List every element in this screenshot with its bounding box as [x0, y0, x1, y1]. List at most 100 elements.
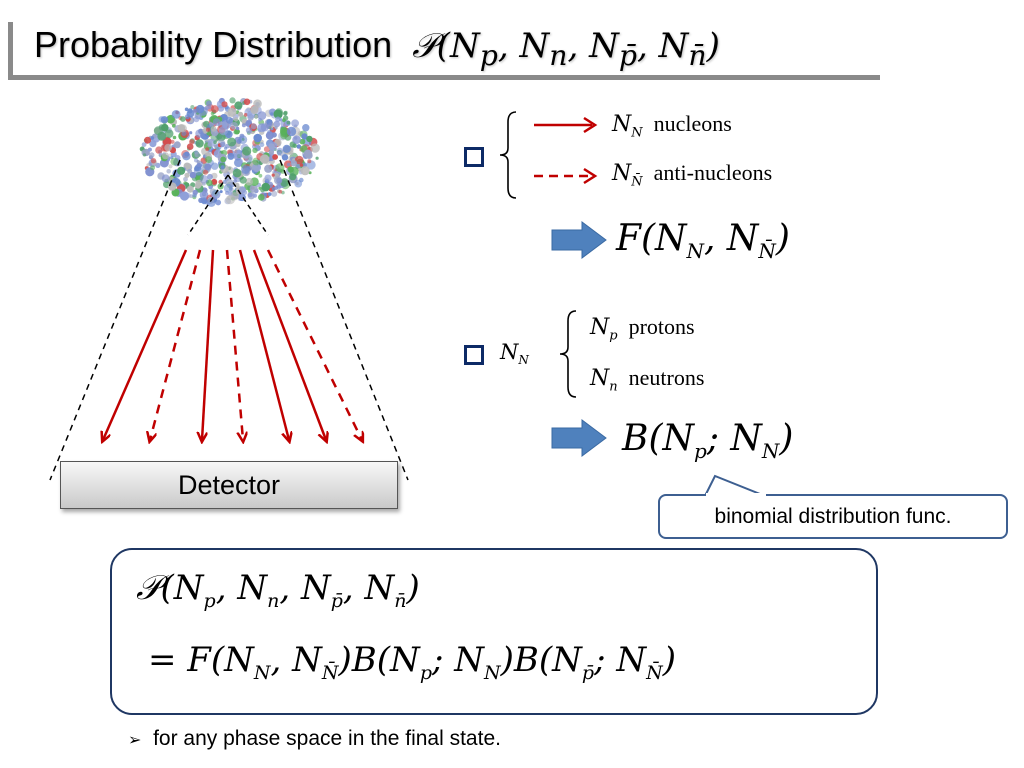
particle: [148, 152, 155, 158]
particle: [263, 146, 270, 153]
particle: [245, 127, 253, 134]
particle: [205, 156, 213, 164]
particle: [208, 185, 213, 190]
title-underline: [8, 22, 880, 80]
particle: [286, 126, 297, 137]
particle: [183, 181, 187, 185]
square-bullet-icon: [464, 147, 484, 167]
cone-right-line: [279, 159, 409, 481]
particle: [292, 135, 301, 144]
particle: [205, 127, 211, 132]
particle: [204, 163, 212, 171]
brace-icon: [499, 111, 517, 199]
particle: [234, 101, 243, 110]
particle: [170, 157, 179, 166]
solid-arrow-icon: [534, 116, 598, 134]
particle: [275, 163, 285, 173]
particle: [286, 162, 291, 167]
square-bullet-icon: [464, 345, 484, 365]
particle: [299, 138, 306, 145]
particle: [195, 129, 204, 138]
particle: [158, 124, 166, 131]
particle: [219, 190, 223, 194]
particle: [281, 154, 289, 161]
particle: [301, 133, 308, 140]
particle: [271, 190, 278, 197]
particle: [195, 139, 204, 148]
particle: [249, 184, 258, 193]
particle: [252, 147, 258, 154]
callout-text: binomial distribution func.: [714, 505, 952, 528]
particle: [164, 129, 174, 138]
particle: [306, 135, 313, 143]
particle: [257, 111, 267, 120]
particle: [253, 99, 262, 108]
particle: [207, 173, 213, 180]
section2-result: B(Np; NN): [622, 418, 794, 464]
particle: [170, 139, 175, 144]
particle: [265, 131, 274, 140]
particle: [272, 154, 278, 160]
block-arrow-icon: [551, 419, 607, 457]
cone-inner-left: [187, 174, 229, 236]
particle: [186, 185, 194, 193]
antinucleons-symbol: NN̄: [612, 161, 643, 190]
particle: [196, 104, 205, 114]
particle: [241, 123, 246, 128]
particle: [264, 174, 272, 182]
particle: [235, 126, 240, 131]
particle: [303, 149, 313, 159]
formula-line1: 𝒫(Np, Nn, Np̄, Nn̄): [136, 568, 420, 612]
detector-box: Detector: [60, 461, 398, 509]
cone-inner-right: [227, 174, 269, 236]
particle: [146, 163, 150, 167]
emission-illustration: [49, 97, 409, 481]
particle: [164, 143, 173, 152]
footnote: ➢ for any phase space in the final state…: [128, 727, 501, 751]
particle: [150, 158, 157, 164]
particle: [286, 120, 291, 125]
particle: [263, 192, 268, 196]
particle: [194, 182, 202, 189]
particle: [206, 197, 216, 207]
particle: [180, 116, 186, 122]
particle: [291, 119, 299, 128]
particle: [264, 164, 273, 173]
protons-label: protons: [628, 314, 695, 339]
particle: [211, 162, 219, 170]
particle: [239, 176, 247, 184]
particle: [202, 182, 206, 186]
particle: [315, 156, 319, 160]
particle: [237, 149, 241, 154]
particle: [193, 116, 200, 123]
particle: [282, 118, 286, 122]
protons-line: Np protons: [590, 314, 695, 343]
particle: [206, 100, 212, 107]
brace-icon: [559, 310, 577, 398]
particle: [239, 186, 246, 193]
particle: [142, 153, 147, 157]
particle: [254, 114, 258, 119]
particle: [271, 173, 275, 177]
particle: [247, 192, 253, 198]
particle: [178, 124, 187, 133]
particle: [161, 174, 170, 183]
particle: [160, 116, 169, 124]
particle: [261, 182, 271, 192]
particle: [211, 178, 218, 185]
particle: [280, 178, 289, 187]
particle: [141, 142, 147, 148]
particle: [179, 191, 190, 201]
particle: [167, 182, 177, 191]
particle: [233, 116, 239, 122]
particle: [232, 168, 242, 178]
particle: [189, 171, 197, 179]
particle: [192, 189, 198, 196]
particle: [276, 147, 284, 155]
protons-symbol: Np: [590, 315, 618, 344]
section1-result: F(NN, NN̄): [616, 218, 790, 264]
callout-pointer: [704, 474, 766, 497]
particle: [250, 106, 259, 114]
particle: [241, 165, 250, 174]
particle: [206, 124, 210, 128]
